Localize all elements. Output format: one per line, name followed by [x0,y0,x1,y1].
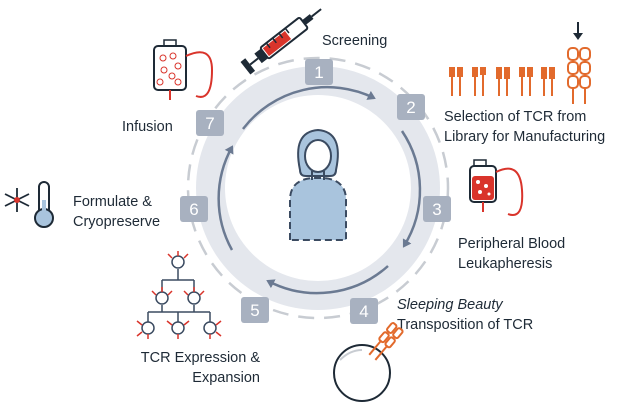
blood-bag-icon [469,159,524,216]
cell-expansion-icon [136,251,222,339]
step-number-boxes: 1 2 3 4 5 6 7 [180,59,451,324]
cell [187,291,201,305]
step-3-label-line-1: Peripheral Blood [458,236,565,252]
cell [171,321,185,335]
tcr-variant [449,67,463,96]
step-number: 1 [314,63,323,82]
arrow-left [217,145,234,251]
transposition-cell-icon [333,322,404,402]
step-number: 6 [189,200,198,219]
step-number: 5 [250,301,259,320]
arrow-bottom [266,265,389,295]
step-2-label-line-2: Library for Manufacturing [444,129,605,145]
tcr-variant [472,67,486,96]
down-arrow-icon [573,22,583,40]
selected-tcr [567,47,591,104]
step-box-4: 4 [350,298,378,324]
step-1-label: Screening [322,33,387,49]
step-7-label: Infusion [122,119,173,135]
arrow-right [400,130,422,248]
thermometer-snowflake-icon [4,181,54,228]
step-4-label-line-2: Transposition of TCR [397,317,533,333]
step-box-7: 7 [196,110,224,136]
step-labels: Screening Selection of TCR from Library … [73,33,605,386]
step-5-label-line-2: Expansion [192,370,260,386]
patient-figure [289,128,347,241]
step-2-label-line-1: Selection of TCR from [444,109,586,125]
patient-face [304,139,332,173]
step-5-label-line-1: TCR Expression & [141,350,261,366]
snowflake-icon [4,188,30,212]
cell-receptors [136,251,222,339]
step-box-1: 1 [305,59,333,85]
step-6-label-line-1: Formulate & [73,194,152,210]
tcr-variant [541,67,555,96]
step-box-5: 5 [241,297,269,323]
cell [155,291,169,305]
cell [203,321,217,335]
step-box-3: 3 [423,196,451,222]
step-box-6: 6 [180,196,208,222]
step-6-label-line-2: Cryopreserve [73,214,160,230]
syringe-icon [240,8,322,75]
cell [141,321,155,335]
step-4-label-line-1: Sleeping Beauty [397,297,503,313]
cell [171,255,185,269]
step-3-label-line-2: Leukapheresis [458,256,552,272]
step-number: 7 [205,114,214,133]
tcr-variant [519,67,533,96]
cycle-arrows [217,85,422,295]
tcr-library-icon [449,22,591,104]
arrow-top [242,85,376,130]
tcr-variant [496,67,510,96]
infusion-bag-icon [153,39,214,100]
step-number: 2 [406,98,415,117]
outer-dashed-ring [186,56,450,320]
patient-neck [311,171,325,180]
step-box-2: 2 [397,94,425,120]
thermometer-icon [34,181,54,228]
patient-torso [289,177,347,241]
step-number: 4 [359,302,368,321]
step-number: 3 [432,200,441,219]
